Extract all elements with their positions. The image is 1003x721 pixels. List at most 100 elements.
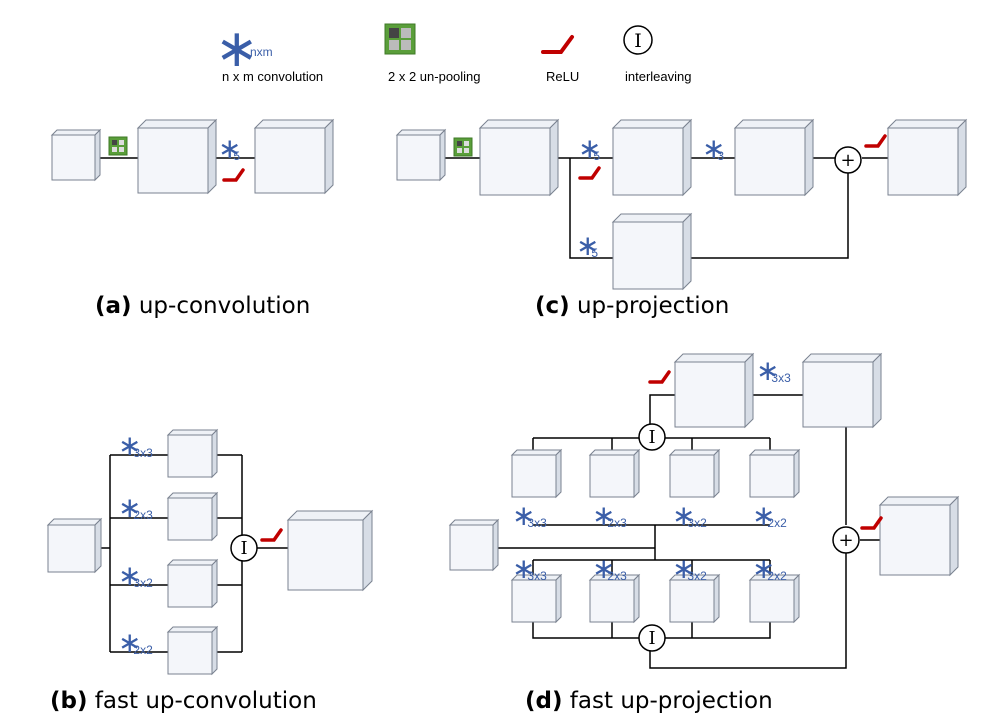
conv-star-icon: ∗ — [118, 627, 141, 658]
conv-kernel-label: 5 — [233, 149, 240, 163]
legend-conv-subscript: nxm — [250, 45, 273, 59]
conv-symbol: ∗3x3 — [118, 430, 153, 461]
conv-symbol: ∗3x3 — [756, 355, 791, 386]
d-bottom-branch-box — [510, 573, 563, 624]
a-output-box — [253, 118, 335, 195]
conv-kernel-label: 2x2 — [767, 569, 787, 583]
c-projection-box — [611, 212, 693, 291]
svg-text:I: I — [648, 628, 655, 649]
legend-interleave-label: interleaving — [625, 69, 692, 84]
conv-kernel-label: 3 — [717, 149, 724, 163]
conv-symbol: ∗3x3 — [512, 553, 547, 584]
conv-symbol: ∗3 — [702, 133, 725, 164]
d-top-branch-box — [588, 448, 641, 499]
b-interleave-icon: I — [230, 534, 258, 562]
conv-star-icon: ∗ — [118, 560, 141, 591]
svg-text:+: + — [838, 530, 853, 551]
wire — [569, 158, 613, 259]
conv-kernel-label: 5 — [591, 246, 598, 260]
svg-text:I: I — [240, 538, 247, 559]
conv-symbol: ∗2x2 — [752, 553, 787, 584]
d-add-icon: + — [832, 526, 860, 554]
conv-star-icon: ∗ — [592, 500, 615, 531]
relu-icon — [864, 134, 887, 148]
svg-text:I: I — [634, 30, 642, 52]
conv-star-icon: ∗ — [592, 553, 615, 584]
d-top-branch-box — [668, 448, 721, 499]
conv-kernel-label: 3x2 — [133, 576, 153, 590]
caption-b: (b) fast up-convolution — [50, 688, 317, 714]
conv-star-icon: ∗ — [672, 500, 695, 531]
conv-kernel-label: 2x3 — [607, 516, 627, 530]
caption-c: (c) up-projection — [535, 293, 729, 319]
c-unpooled-box — [478, 118, 560, 197]
conv-kernel-label: 3x3 — [527, 569, 547, 583]
conv-symbol: ∗2x3 — [592, 500, 627, 531]
conv-kernel-label: 3x3 — [133, 446, 153, 460]
conv-star-icon: ∗ — [578, 133, 601, 164]
relu-icon — [648, 370, 671, 384]
d-input-box — [448, 518, 500, 572]
conv-symbol: ∗3x3 — [512, 500, 547, 531]
c-output-box — [886, 118, 968, 197]
conv-kernel-label: 3x3 — [771, 371, 791, 385]
legend-interleave-icon: I — [623, 25, 653, 55]
conv-symbol: ∗5 — [576, 230, 599, 261]
b-conv3x3-box — [166, 428, 219, 479]
conv-symbol: ∗3x2 — [118, 560, 153, 591]
b-conv2x2-box — [166, 625, 219, 676]
d-bottom-branch-box — [668, 573, 721, 624]
conv-kernel-label: 2x2 — [767, 516, 787, 530]
conv-symbol: ∗3x2 — [672, 500, 707, 531]
d-bottom-branch-box — [588, 573, 641, 624]
relu-icon — [222, 168, 245, 182]
legend-conv-star-icon: ∗ — [215, 20, 259, 78]
wire — [668, 172, 849, 259]
d-top-branch-box — [748, 448, 801, 499]
conv-star-icon: ∗ — [118, 492, 141, 523]
svg-text:+: + — [840, 150, 855, 171]
conv-star-icon: ∗ — [672, 553, 695, 584]
c-input-box — [395, 128, 447, 182]
conv-symbol: ∗2x3 — [118, 492, 153, 523]
d-bottom-branch-box — [748, 573, 801, 624]
conv-star-icon: ∗ — [218, 133, 241, 164]
conv-star-icon: ∗ — [512, 500, 535, 531]
conv-star-icon: ∗ — [702, 133, 725, 164]
conv-kernel-label: 3x2 — [687, 516, 707, 530]
conv-symbol: ∗2x2 — [752, 500, 787, 531]
d-top-interleave-icon: I — [638, 423, 666, 451]
d-bottom-interleave-icon: I — [638, 624, 666, 652]
conv-kernel-label: 2x3 — [133, 508, 153, 522]
legend-relu-label: ReLU — [546, 69, 579, 84]
c-conv5-box — [611, 118, 693, 197]
relu-icon — [260, 528, 283, 542]
conv-symbol: ∗5 — [218, 133, 241, 164]
c-add-icon: + — [834, 146, 862, 174]
operation-symbols: ∗5∗5∗3∗5+∗3x3∗2x3∗3x2∗2x2I∗3x3∗2x3∗3x2∗2… — [108, 133, 887, 658]
legend-unpool-label: 2 x 2 un-pooling — [388, 69, 481, 84]
a-input-box — [50, 128, 102, 182]
conv-star-icon: ∗ — [752, 500, 775, 531]
conv-symbol: ∗2x2 — [118, 627, 153, 658]
conv-kernel-label: 3x3 — [527, 516, 547, 530]
unpool-icon — [453, 137, 473, 157]
conv-star-icon: ∗ — [752, 553, 775, 584]
svg-text:I: I — [648, 427, 655, 448]
caption-a: (a) up-convolution — [95, 293, 310, 319]
conv-star-icon: ∗ — [756, 355, 779, 386]
conv-star-icon: ∗ — [576, 230, 599, 261]
d-interleaved-box — [673, 352, 755, 429]
conv-symbol: ∗2x3 — [592, 553, 627, 584]
caption-d: (d) fast up-projection — [525, 688, 773, 714]
conv-kernel-label: 5 — [593, 149, 600, 163]
conv-kernel-label: 2x2 — [133, 643, 153, 657]
wire — [649, 552, 847, 669]
d-output-box — [878, 495, 960, 577]
legend-relu-icon — [541, 35, 574, 54]
a-unpooled-box — [136, 118, 218, 195]
d-top-branch-box — [510, 448, 563, 499]
c-conv3-box — [733, 118, 815, 197]
b-conv3x2-box — [166, 558, 219, 609]
